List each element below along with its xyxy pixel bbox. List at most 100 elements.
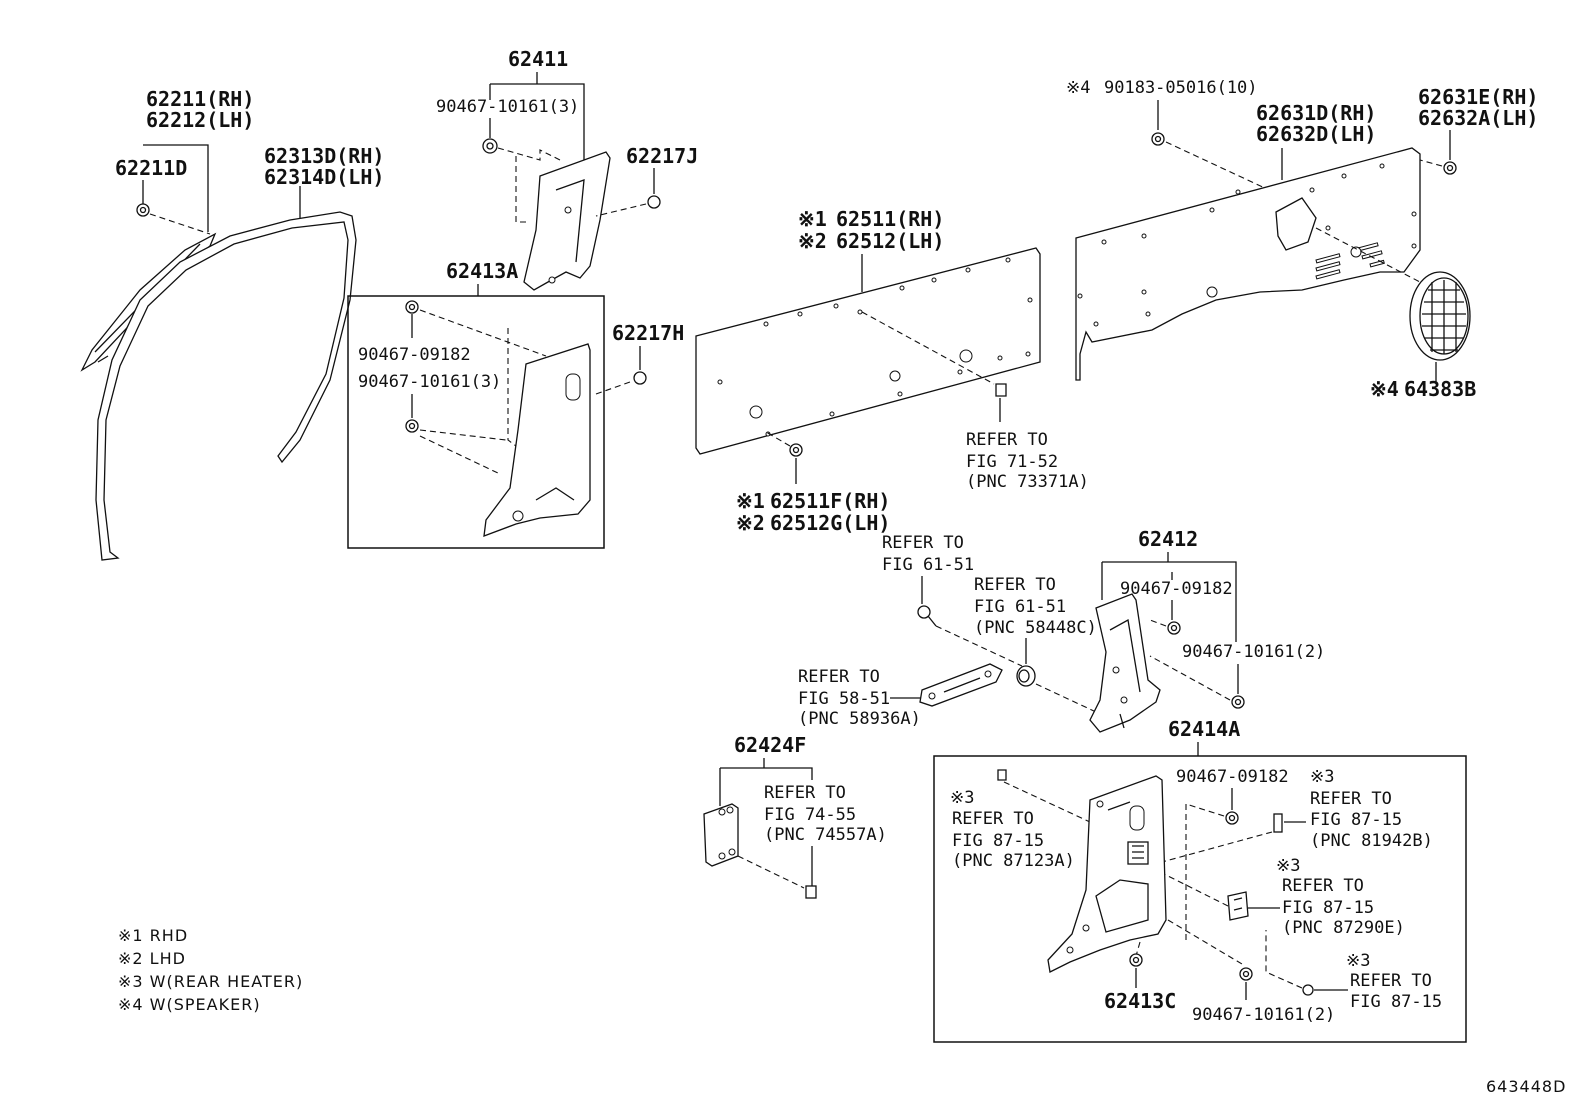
clip-90467-10161-top [482,138,498,154]
panel-62631D [1075,147,1421,381]
ref-87123-line3: (PNC 87123A) [952,851,1075,871]
callout-62512G: 62512G(LH) [770,511,890,535]
callout-62413A: 62413A [446,259,518,283]
panel-62511 [695,247,1041,455]
box-62414A [933,755,1467,1043]
weatherstrip-62313D [95,211,357,561]
clip-90183 [1151,132,1165,146]
callout-62414A: 62414A [1168,717,1240,741]
clip-73371A [995,383,1007,397]
cover-62424F [703,803,739,867]
mark-62511: ※1 [798,207,827,231]
ref-7152-line2: FIG 71-52 [966,452,1058,472]
ref-6151b-line1: REFER TO [974,575,1056,595]
callout-62412: 62412 [1138,527,1198,551]
trim-62414A [1047,775,1167,973]
clip-62217H [633,371,647,385]
callout-62217H: 62217H [612,321,684,345]
callout-62314D: 62314D(LH) [264,165,384,189]
callout-62511: 62511(RH) [836,207,944,231]
callout-62211: 62211(RH) [146,87,254,111]
ref-6151b-line3: (PNC 58448C) [974,618,1097,638]
ref-6151b-line2: FIG 61-51 [974,597,1066,617]
callout-62424F: 62424F [734,733,806,757]
callout-90467-09182-left: 90467-09182 [358,345,471,365]
clip-62217J [647,195,661,209]
ref-7455-line1: REFER TO [764,783,846,803]
clip-87123A [997,769,1007,781]
callout-62411: 62411 [508,47,568,71]
mark-62511F: ※1 [736,489,765,513]
clip-62413C [1129,953,1143,967]
trim-62411 [523,151,611,291]
legend-note-4: ※4 W(SPEAKER) [118,995,261,1014]
callout-90467-10161-3-left: 90467-10161(3) [358,372,501,392]
ref-7455-line2: FIG 74-55 [764,805,856,825]
callout-62217J: 62217J [626,144,698,168]
ref-5851-line1: REFER TO [798,667,880,687]
clip-90467-10161-left [405,419,419,433]
bolt-6151a [917,605,937,627]
callout-90467-10161-2-right: 90467-10161(2) [1182,642,1325,662]
clip-90467-09182-right [1167,621,1181,635]
trim-62413A [483,343,591,537]
callout-90467-10161-2-bottom: 90467-10161(2) [1192,1005,1335,1025]
ref-81942-line3: (PNC 81942B) [1310,831,1433,851]
clip-90467-09182-bottom [1225,811,1239,825]
diagram-id: 643448D [1486,1077,1566,1096]
clip-8715 [1302,984,1314,996]
ref-87290-line3: (PNC 87290E) [1282,918,1405,938]
callout-62313D: 62313D(RH) [264,144,384,168]
ref-5851-line2: FIG 58-51 [798,689,890,709]
ref-8715-line1: REFER TO [1350,971,1432,991]
callout-90183: 90183-05016(10) [1104,78,1258,98]
legend-note-3: ※3 W(REAR HEATER) [118,972,303,991]
clip-62211D [136,203,150,217]
callout-62211D: 62211D [115,156,187,180]
clip-74557A [805,885,817,899]
callout-90467-10161-3-top: 90467-10161(3) [436,97,579,117]
callout-62631D: 62631D(RH) [1256,101,1376,125]
mark-81942: ※3 [1310,767,1334,787]
ref-87290-line1: REFER TO [1282,876,1364,896]
callout-62512: 62512(LH) [836,229,944,253]
ref-87290-line2: FIG 87-15 [1282,898,1374,918]
callout-62631E: 62631E(RH) [1418,85,1538,109]
bracket-58936A [919,663,1003,707]
callout-90467-09182-bottom: 90467-09182 [1176,767,1289,787]
ref-6151a-line2: FIG 61-51 [882,555,974,575]
ref-6151a-line1: REFER TO [882,533,964,553]
callout-64383B: 64383B [1404,377,1476,401]
mark-90183: ※4 [1066,78,1090,98]
mark-87123: ※3 [950,788,974,808]
clip-90467-10161-bottom [1239,967,1253,981]
ref-87123-line2: FIG 87-15 [952,831,1044,851]
ref-87123-line1: REFER TO [952,809,1034,829]
callout-62632D: 62632D(LH) [1256,122,1376,146]
callout-62632A: 62632A(LH) [1418,106,1538,130]
nut-58448C [1016,665,1036,687]
legend-note-2: ※2 LHD [118,949,186,968]
clip-90467-09182-left [405,300,419,314]
mark-62512: ※2 [798,229,827,253]
ref-8715-line2: FIG 87-15 [1350,992,1442,1012]
clip-81942B [1273,813,1283,833]
callout-62212: 62212(LH) [146,108,254,132]
ref-7455-line3: (PNC 74557A) [764,825,887,845]
ref-7152-line1: REFER TO [966,430,1048,450]
mark-8715: ※3 [1346,951,1370,971]
clip-90467-10161-right [1231,695,1245,709]
connector-87290E [1227,891,1249,921]
ref-7152-line3: (PNC 73371A) [966,472,1089,492]
mark-62512G: ※2 [736,511,765,535]
box-62413A [347,295,605,549]
callout-90467-09182-right: 90467-09182 [1120,579,1233,599]
clip-62511F [789,443,803,457]
trim-62412 [1089,593,1161,733]
ref-81942-line1: REFER TO [1310,789,1392,809]
ref-5851-line3: (PNC 58936A) [798,709,921,729]
mark-64383B: ※4 [1370,377,1399,401]
mark-87290: ※3 [1276,856,1300,876]
callout-62511F: 62511F(RH) [770,489,890,513]
